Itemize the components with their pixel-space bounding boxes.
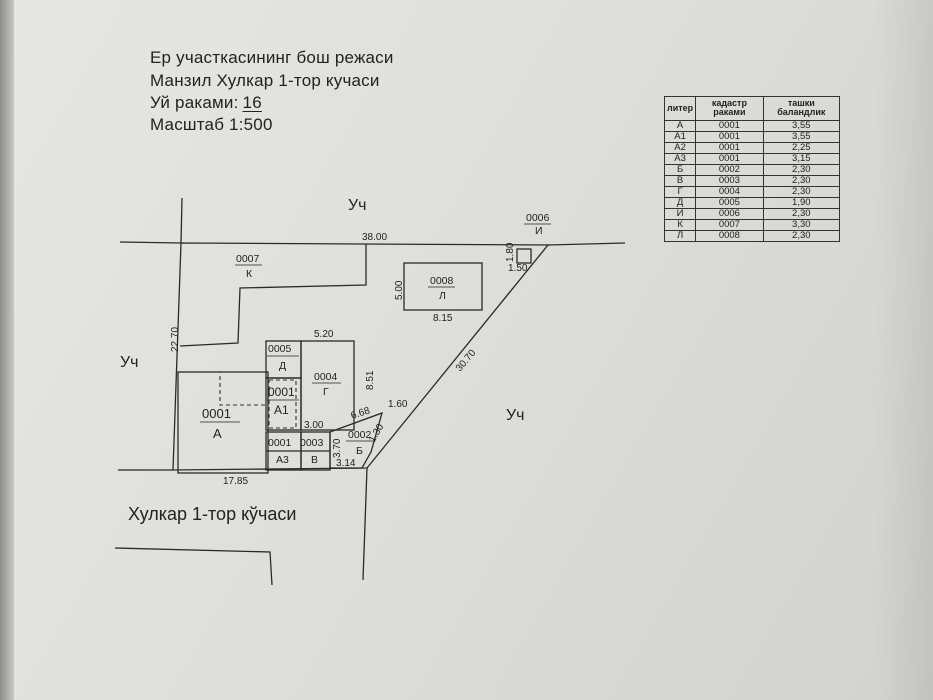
building-a-letter: А — [213, 426, 222, 441]
building-l-code: 0008 — [430, 275, 454, 287]
building-b-outline — [329, 411, 383, 469]
building-l-letter: Л — [439, 290, 446, 302]
legend-cell-cadastre: 0008 — [695, 229, 764, 242]
house-number-label: Уй раками: — [150, 93, 239, 112]
neighbor-left-label: Уч — [120, 354, 139, 371]
legend-cell-height: 2,25 — [762, 141, 841, 154]
legend-cell-height: 3,30 — [762, 218, 841, 231]
building-b-code: 0002 — [348, 429, 372, 441]
boundary-extension-bottom — [362, 467, 368, 581]
dim-d5: 3.70 — [332, 438, 343, 458]
dim-i-left: 1.80 — [505, 242, 516, 262]
dim-d2: 1.60 — [388, 399, 408, 410]
legend-cell-cadastre: 0001 — [695, 141, 764, 154]
street-edge-line — [114, 547, 273, 586]
boundary-extension-left-top — [119, 241, 182, 244]
building-d-letter: Д — [279, 360, 286, 372]
legend-cell-height: 3,55 — [762, 119, 841, 132]
legend-cell-cadastre: 0002 — [695, 163, 764, 176]
address-line: Манзил Хулкар 1-тор кучаси — [150, 71, 380, 90]
document-title: Ер участкасининг бош режаси — [150, 48, 394, 67]
dim-l-left: 5.00 — [394, 280, 405, 300]
dim-d6: 3.14 — [336, 458, 356, 469]
legend-cell-cadastre: 0005 — [695, 196, 764, 209]
dim-d1: 6.68 — [350, 405, 372, 422]
legend-cell-height: 3,15 — [762, 152, 841, 165]
neighbor-top-label: Уч — [348, 197, 367, 214]
dim-i-bottom: 1.50 — [508, 263, 528, 274]
building-d-code: 0005 — [268, 343, 292, 355]
dim-bottom: 17.85 — [223, 476, 248, 487]
dim-g-top: 5.20 — [314, 329, 334, 340]
legend-cell-cadastre: 0003 — [695, 174, 764, 187]
house-number-value: 16 — [242, 93, 262, 112]
boundary-extension-right-top — [547, 242, 626, 246]
dashed-extension-a — [219, 371, 269, 406]
building-b-letter: Б — [356, 445, 363, 457]
dim-d3: 1.30 — [367, 422, 386, 445]
legend-cell-height: 2,30 — [762, 185, 841, 198]
building-a1-outline — [265, 377, 302, 431]
dim-g-right: 8.51 — [365, 370, 376, 390]
scale-line: Масштаб 1:500 — [150, 115, 273, 134]
page-shadow — [873, 0, 933, 700]
legend-cell-height: 1,90 — [762, 196, 841, 209]
dim-d4: 3.00 — [304, 420, 324, 431]
building-g-letter: Г — [323, 386, 329, 398]
building-i-letter: И — [535, 225, 543, 237]
legend-cell-height: 2,30 — [762, 174, 841, 187]
building-g-code: 0004 — [314, 371, 338, 383]
legend-cell-cadastre: 0004 — [695, 185, 764, 198]
yard-k-boundary — [179, 244, 367, 347]
legend-cell-cadastre: 0007 — [695, 218, 764, 231]
boundary-extension-top — [180, 197, 183, 244]
building-a3-code: 0001 — [268, 437, 292, 449]
building-k-letter: К — [246, 268, 253, 280]
dim-top: 38.00 — [362, 232, 387, 243]
legend-cell-cadastre: 0001 — [695, 152, 764, 165]
legend-cell-height: 3,55 — [762, 130, 841, 143]
building-a3-letter: А3 — [276, 454, 289, 466]
legend-cell-height: 2,30 — [762, 163, 841, 176]
legend-cell-height: 2,30 — [762, 207, 841, 220]
building-i-code: 0006 — [526, 212, 550, 224]
house-number-line: Уй раками:16 — [150, 93, 262, 113]
dashed-extension-a1 — [268, 379, 297, 429]
legend-cell-cadastre: 0001 — [695, 130, 764, 143]
building-i-outline — [516, 248, 532, 264]
building-v-letter: В — [311, 454, 318, 466]
dim-left: 22.70 — [170, 327, 181, 352]
building-v-code: 0003 — [300, 437, 324, 449]
legend-header-row: литер кадастр раками ташки баландлик — [663, 96, 841, 121]
building-a1-letter: А1 — [274, 403, 289, 417]
dim-diagonal: 30.70 — [454, 347, 479, 374]
binder-edge — [0, 0, 14, 700]
building-a1-code: 0001 — [268, 385, 295, 399]
legend-cell-cadastre: 0001 — [695, 119, 764, 132]
legend-cell-height: 2,30 — [762, 229, 841, 242]
neighbor-right-label: Уч — [506, 407, 525, 424]
dim-l-bottom: 8.15 — [433, 313, 453, 324]
building-a-code: 0001 — [202, 406, 231, 421]
building-l-outline — [403, 262, 483, 311]
street-label: Хулкар 1-тор кўчаси — [128, 504, 296, 524]
legend-cell-cadastre: 0006 — [695, 207, 764, 220]
building-k-code: 0007 — [236, 253, 260, 265]
building-a-outline — [177, 371, 269, 474]
